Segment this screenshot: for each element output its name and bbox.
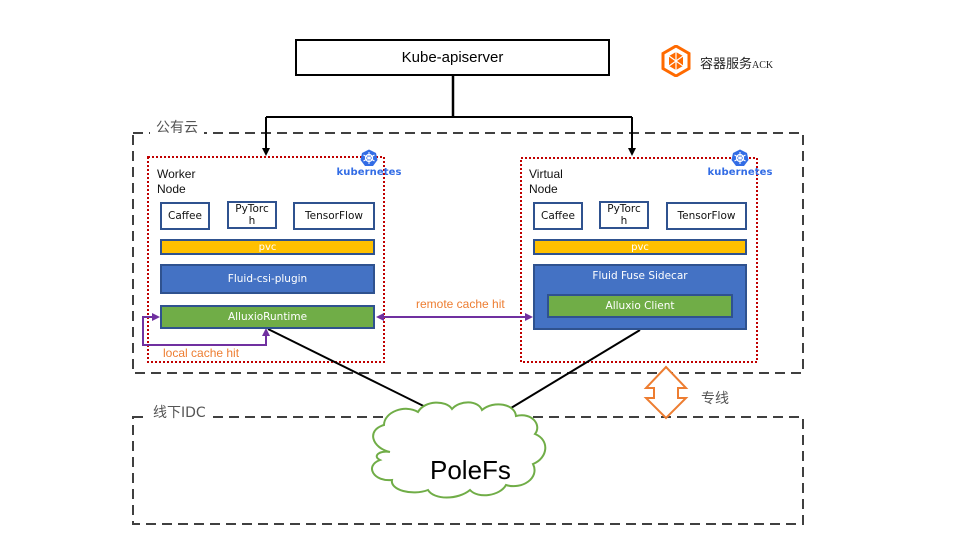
alluxio-runtime-label: AlluxioRuntime — [227, 311, 308, 323]
framework-label: Caffee — [168, 210, 202, 222]
worker-node-label: Worker Node — [157, 167, 195, 197]
pvc-label: pvc — [258, 241, 277, 253]
virtual-node-label: Virtual Node — [529, 167, 563, 197]
dedicated-line-label: 专线 — [701, 391, 729, 407]
virtual-pvc-bar: pvc — [533, 239, 747, 255]
fluid-csi-plugin-label: Fluid-csi-plugin — [227, 273, 308, 285]
kubernetes-label: kubernetes — [707, 167, 773, 178]
framework-label: TensorFlow — [305, 210, 363, 222]
alluxio-client-label: Alluxio Client — [605, 300, 675, 312]
framework-label: PyTorc — [607, 203, 641, 215]
local-cache-hit-label: local cache hit — [163, 346, 240, 360]
framework-tensorflow: TensorFlow — [666, 202, 747, 230]
polefs-label: PoleFs — [430, 455, 511, 485]
pvc-label: pvc — [631, 241, 649, 253]
alluxio-runtime-block: AlluxioRuntime — [160, 305, 375, 329]
worker-node-label-line2: Node — [157, 182, 186, 196]
kubernetes-helm-icon — [360, 149, 378, 166]
framework-caffe: Caffee — [533, 202, 583, 230]
client-to-polefs-arrow — [476, 329, 641, 430]
framework-caffe: Caffee — [160, 202, 210, 230]
worker-kubernetes-badge: kubernetes — [336, 149, 402, 178]
framework-label: TensorFlow — [677, 210, 736, 222]
worker-node-label-line1: Worker — [157, 167, 196, 181]
framework-label-wrap: h — [248, 215, 256, 227]
framework-label: Caffee — [541, 210, 575, 222]
dedicated-line-double-arrow — [643, 365, 689, 420]
framework-label-wrap: h — [620, 215, 628, 227]
virtual-node-label-line2: Node — [529, 182, 558, 196]
ack-name-text: 容器服务 — [700, 57, 753, 72]
kubernetes-helm-icon — [731, 149, 749, 166]
fluid-fuse-sidecar-label: Fluid Fuse Sidecar — [592, 270, 688, 282]
virtual-node-label-line1: Virtual — [529, 167, 563, 181]
framework-label: PyTorc — [235, 203, 269, 215]
framework-pytorch: PyTorc h — [227, 201, 277, 229]
fluid-csi-plugin-block: Fluid-csi-plugin — [160, 264, 375, 294]
ack-service-name: 容器服务ACK — [700, 53, 773, 72]
alluxio-client-block: Alluxio Client — [547, 294, 733, 318]
worker-pvc-bar: pvc — [160, 239, 375, 255]
ack-suffix-text: ACK — [752, 60, 774, 71]
offline-idc-label: 线下IDC — [147, 402, 212, 422]
public-cloud-label: 公有云 — [150, 117, 204, 137]
runtime-to-polefs-arrow — [267, 328, 470, 429]
kubernetes-label: kubernetes — [336, 167, 402, 178]
framework-pytorch: PyTorc h — [599, 201, 649, 229]
alibaba-ack-hexagon-icon — [660, 44, 692, 78]
framework-tensorflow: TensorFlow — [293, 202, 375, 230]
virtual-kubernetes-badge: kubernetes — [707, 149, 773, 178]
remote-cache-hit-label: remote cache hit — [416, 297, 505, 311]
kube-apiserver-label: Kube-apiserver — [401, 49, 504, 66]
kube-apiserver-box: Kube-apiserver — [295, 39, 610, 76]
